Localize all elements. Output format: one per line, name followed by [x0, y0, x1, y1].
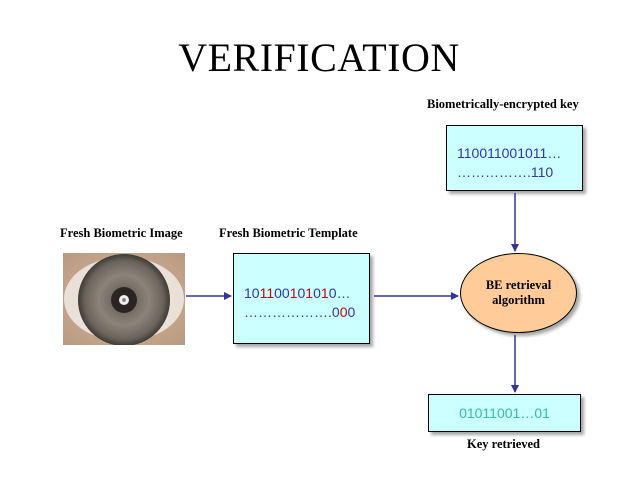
fresh-template-box: 101100101010… ……………….000	[233, 253, 370, 344]
template-bits-segment: 0	[339, 304, 348, 320]
template-bits-line1: 101100101010…	[244, 284, 369, 303]
template-bits-segment: 0	[328, 285, 337, 301]
page-title: VERIFICATION	[178, 35, 460, 80]
template-bits-segment: 0	[313, 285, 321, 301]
iris-eye-icon	[63, 253, 185, 346]
fresh-template-label: Fresh Biometric Template	[219, 226, 358, 240]
encrypted-key-box: 110011001011… …………….110	[446, 125, 583, 191]
template-bits-segment: 0	[347, 304, 356, 320]
template-bits-segment: 1	[305, 285, 314, 301]
encrypted-key-line1: 110011001011…	[457, 145, 562, 161]
template-bits-segment: 11	[259, 285, 275, 301]
fresh-image-label: Fresh Biometric Image	[60, 226, 183, 240]
template-bits-segment: 0	[331, 304, 340, 320]
template-bits-segment: …	[336, 285, 351, 301]
encrypted-key-label: Biometrically-encrypted key	[427, 97, 579, 111]
algorithm-line1: BE retrieval	[485, 278, 552, 292]
template-bits-segment: 00	[274, 285, 290, 301]
key-retrieved-label: Key retrieved	[467, 437, 540, 451]
encrypted-key-line2: …………….110	[457, 164, 554, 180]
template-bits-segment: ……………….	[244, 304, 332, 320]
template-bits-segment: 10	[244, 285, 260, 301]
template-bits-segment: 1	[320, 285, 329, 301]
be-retrieval-algorithm-node: BE retrieval algorithm	[460, 253, 577, 333]
retrieved-key-value: 01011001…01	[459, 405, 550, 421]
retrieved-key-box: 01011001…01	[428, 394, 581, 432]
template-bits-segment: 0	[297, 285, 306, 301]
template-bits-segment: 1	[289, 285, 298, 301]
algorithm-line2: algorithm	[492, 293, 545, 307]
iris-image	[63, 253, 185, 346]
template-bits-line2: ……………….000	[244, 303, 369, 322]
